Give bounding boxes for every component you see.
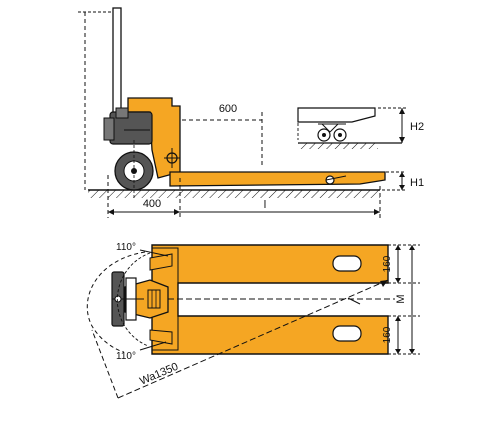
top-view: 110° 110° Wa1350	[86, 242, 420, 399]
dim-400: 400	[107, 175, 181, 218]
dim-600: 600	[179, 103, 263, 168]
steering-wheel	[114, 140, 154, 200]
dim-600-label: 600	[219, 103, 237, 115]
forks-top	[149, 244, 389, 355]
spread-label: M	[395, 294, 407, 303]
chassis	[127, 97, 386, 187]
fork-width-bottom-label: 160	[382, 326, 393, 343]
dim-400-label: 400	[143, 198, 161, 210]
right-dimensions: 160 160 M	[382, 244, 420, 355]
dim-h1: H1	[382, 171, 424, 191]
hydraulic-pump	[103, 107, 153, 145]
angle-top-label: 110°	[116, 242, 136, 253]
dim-l: l	[180, 186, 381, 218]
turning-arc: 110° 110°	[86, 242, 169, 362]
fork-width-top-label: 160	[382, 255, 393, 272]
dim-l-label: l	[264, 199, 266, 211]
ground-line	[88, 189, 380, 198]
steering-wheel-top	[111, 271, 144, 327]
overall-height-dimension	[78, 11, 118, 190]
angle-bottom-label: 110°	[116, 351, 136, 362]
dim-h2-label: H2	[410, 121, 424, 133]
handle	[112, 7, 122, 115]
dim-h1-label: H1	[410, 177, 424, 189]
turn-radius-label: Wa1350	[138, 361, 180, 388]
side-view: 600 400 l	[78, 7, 424, 218]
raised-inset: H2	[297, 107, 424, 149]
